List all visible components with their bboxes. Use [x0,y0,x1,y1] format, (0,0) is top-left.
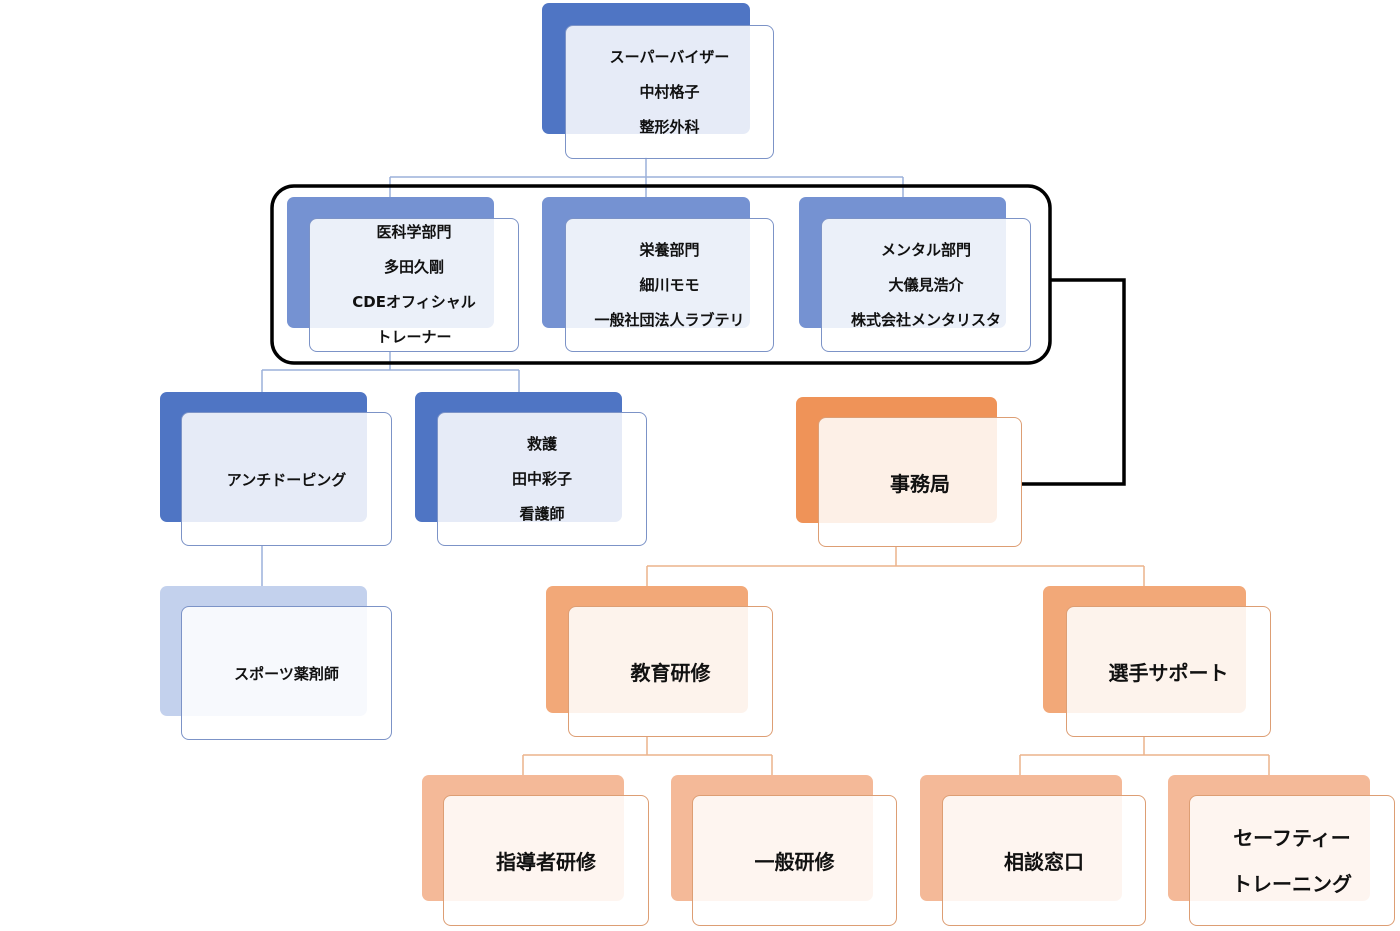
consultation-label: 相談窓口 [1004,850,1084,874]
mental-affiliation: 株式会社メンタリスタ [850,310,1001,329]
medical-science-title-line1: CDEオフィシャル [352,293,476,311]
mental-head-name: 大儀見浩介 [888,275,964,294]
nutrition-node-card: 栄養部門 細川モモ 一般社団法人ラブテリ [565,218,774,352]
general-training-label: 一般研修 [754,850,835,874]
safety-training-label-line2: トレーニング [1232,871,1352,896]
safety-training-node-card: セーフティー トレーニング [1189,795,1395,926]
supervisor-node-card: スーパーバイザー 中村格子 整形外科 [565,25,774,159]
connector-secretariat-divisions [646,546,1145,586]
mental-node-card: メンタル部門 大儀見浩介 株式会社メンタリスタ [821,218,1031,352]
rescue-role: 看護師 [519,504,565,523]
safety-training-label-line1: セーフティー [1233,825,1351,850]
mental-department: メンタル部門 [880,240,971,259]
antidoping-node-card: アンチドーピング [181,412,392,546]
athlete-support-node-card: 選手サポート [1066,606,1271,737]
supervisor-name: 中村格子 [639,82,700,101]
connector-supervisor-departments [389,157,904,197]
connector-support-services [1019,736,1270,775]
pharmacist-label: スポーツ薬剤師 [234,664,339,683]
rescue-label: 救護 [526,434,557,453]
supervisor-role: スーパーバイザー [609,47,730,66]
rescue-name: 田中彩子 [511,469,572,488]
medical-science-head-name: 多田久剛 [383,258,444,276]
nutrition-department: 栄養部門 [639,240,700,259]
pharmacist-node-card: スポーツ薬剤師 [181,606,392,740]
medical-science-title-line2: トレーナー [376,328,452,346]
rescue-node-card: 救護 田中彩子 看護師 [437,412,647,546]
athlete-support-label: 選手サポート [1108,661,1229,685]
leader-training-node-card: 指導者研修 [443,795,649,926]
medical-science-department: 医科学部門 [376,223,452,241]
antidoping-label: アンチドーピング [226,470,347,489]
education-label: 教育研修 [630,661,711,685]
secretariat-link-line [1022,278,1126,486]
connector-medical-subunits [261,351,520,392]
supervisor-affiliation: 整形外科 [639,117,700,136]
medical-science-node-card: 医科学部門 多田久剛 CDEオフィシャル トレーナー [309,218,519,352]
department-group-frame [270,184,1052,365]
nutrition-affiliation: 一般社団法人ラブテリ [594,310,745,329]
education-node-card: 教育研修 [568,606,773,737]
nutrition-head-name: 細川モモ [639,275,700,294]
consultation-node-card: 相談窓口 [942,795,1146,926]
secretariat-node-card: 事務局 [818,417,1022,547]
general-training-node-card: 一般研修 [692,795,897,926]
leader-training-label: 指導者研修 [496,850,596,874]
connector-education-trainings [522,736,773,775]
secretariat-label: 事務局 [890,471,950,496]
